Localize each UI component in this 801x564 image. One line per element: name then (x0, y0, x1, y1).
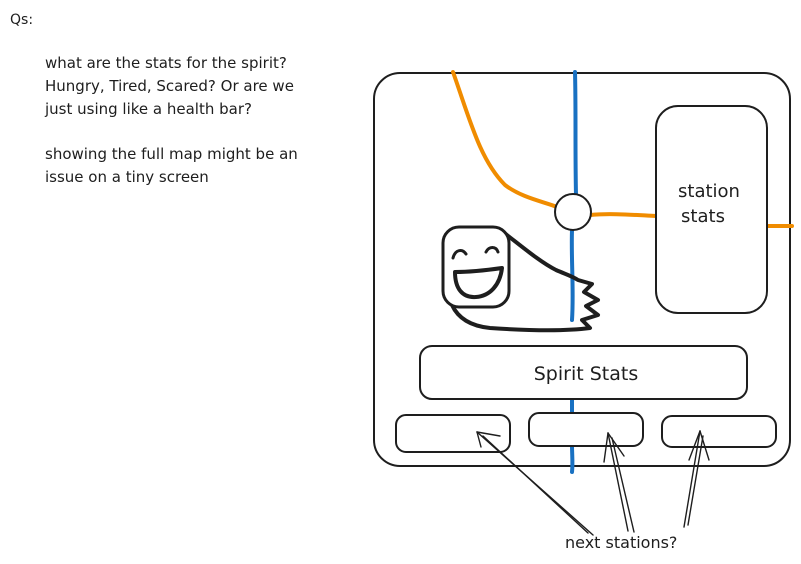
qs-heading: Qs: (10, 12, 34, 28)
spirit-stats-label: Spirit Stats (534, 363, 638, 385)
station-stats-panel (655, 105, 768, 314)
annotation-arrows (476, 430, 710, 536)
question-line: showing the full map might be an (45, 145, 298, 163)
question-full-map: showing the full map might be an issue o… (45, 143, 375, 189)
station-stats-label-line: station (678, 181, 740, 202)
smiling-spirit-icon (441, 225, 600, 333)
next-stations-label: next stations? (565, 533, 677, 552)
question-spirit-stats: what are the stats for the spirit? Hungr… (45, 52, 375, 121)
orange-line-north (451, 70, 559, 209)
orange-line-east (588, 212, 658, 218)
station-stats-label-line: stats (681, 206, 725, 227)
question-line: what are the stats for the spirit? (45, 54, 287, 72)
question-line: just using like a health bar? (45, 100, 252, 118)
question-line: Hungry, Tired, Scared? Or are we (45, 77, 294, 95)
next-station-button-3[interactable] (661, 415, 777, 448)
next-station-button-1[interactable] (395, 414, 511, 453)
next-station-button-2[interactable] (528, 412, 644, 447)
blue-line-north (573, 70, 578, 197)
spirit-stats-panel (419, 345, 748, 400)
question-line: issue on a tiny screen (45, 168, 209, 186)
phone-frame (373, 72, 791, 467)
station-node-icon[interactable] (554, 193, 592, 231)
